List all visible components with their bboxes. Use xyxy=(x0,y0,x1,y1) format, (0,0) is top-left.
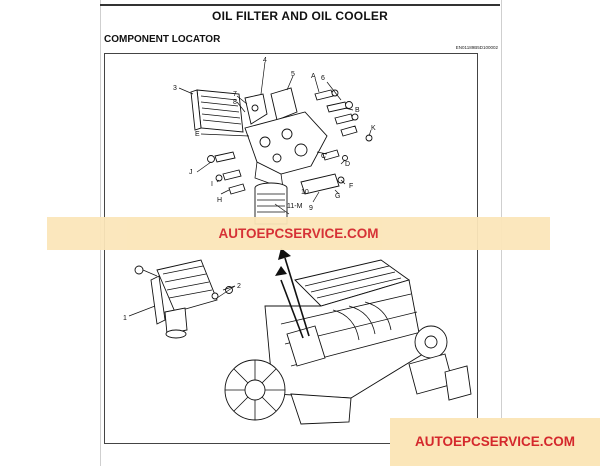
bolt-set xyxy=(314,89,359,137)
callout-I: I xyxy=(211,181,213,188)
callout-C: C xyxy=(321,153,326,160)
callout-8: 8 xyxy=(233,99,237,106)
oil-filter-cartridge xyxy=(254,182,288,225)
watermark-corner: AUTOEPCSERVICE.COM xyxy=(390,418,600,466)
header-rule xyxy=(100,4,500,6)
oil-cooler-module: 1 2 xyxy=(123,259,241,339)
callout-J: J xyxy=(189,169,193,176)
callout-A: A xyxy=(311,73,316,80)
document-code: EN01189B5D100002 xyxy=(455,45,498,50)
callout-4: 4 xyxy=(263,57,267,64)
callout-3: 3 xyxy=(173,85,177,92)
callout-2: 2 xyxy=(237,283,241,290)
callout-G: G xyxy=(335,193,340,200)
callout-1: 1 xyxy=(123,315,127,322)
callout-E: E xyxy=(195,131,200,138)
watermark-banner: AUTOEPCSERVICE.COM xyxy=(47,217,550,250)
oil-cooler-element xyxy=(190,89,244,133)
oil-filter-housing xyxy=(244,111,328,189)
callout-B: B xyxy=(355,107,360,114)
diagram-illustration: 3 4 5 6 A B 7 8 E K C D J I H F G 9 10 1… xyxy=(123,57,472,425)
oil-cooler-exploded-view: 3 4 5 6 A B 7 8 E K C D J I H F G 9 10 1… xyxy=(173,57,376,225)
callout-D: D xyxy=(345,161,350,168)
callout-H: H xyxy=(217,197,222,204)
callout-5: 5 xyxy=(291,71,295,78)
callout-6: 6 xyxy=(321,75,325,82)
page-title: OIL FILTER AND OIL COOLER xyxy=(212,9,388,23)
callout-F: F xyxy=(349,183,353,190)
callout-K: K xyxy=(371,125,376,132)
callout-11-m: 11-M xyxy=(287,203,303,210)
callout-9: 9 xyxy=(309,205,313,212)
callout-10: 10 xyxy=(301,189,309,196)
callout-7: 7 xyxy=(233,91,237,98)
engine-assembly xyxy=(224,248,472,425)
section-heading: COMPONENT LOCATOR xyxy=(104,34,221,45)
